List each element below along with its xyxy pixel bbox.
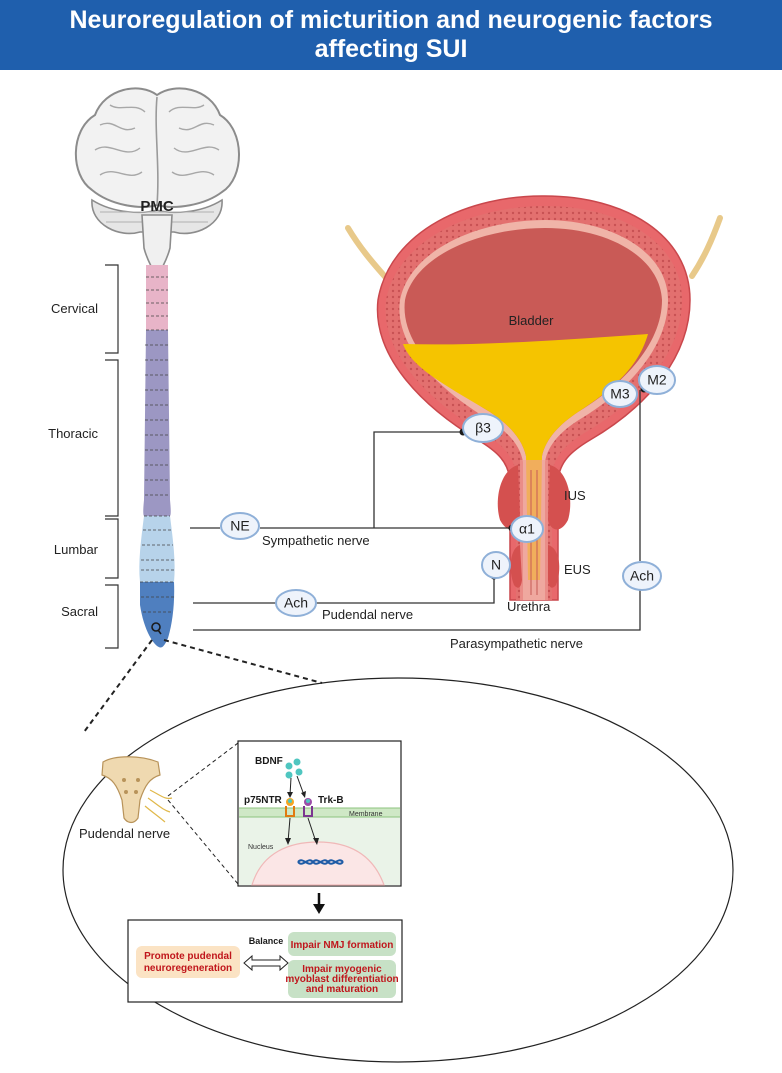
beta3-text: β3 (475, 420, 491, 436)
nucleus-label: Nucleus (248, 844, 274, 851)
cell-panel: BDNF p75NTR Trk-B Membrane Nucleus (237, 740, 402, 887)
region-brackets (105, 264, 119, 649)
brain-illustration: PMC (74, 87, 240, 267)
promote-box (136, 946, 240, 978)
title-banner: Neuroregulation of micturition and neuro… (0, 0, 782, 70)
impair-myo-line-2: myoblast differentiation (285, 974, 398, 985)
parasympathetic-nerve-label: Parasympathetic nerve (450, 636, 583, 651)
m3-text: M3 (610, 386, 630, 402)
outcome-panel: Promote pudendal neuroregeneration Balan… (127, 919, 403, 1003)
eus-label: EUS (564, 562, 591, 577)
down-arrow (313, 893, 325, 914)
promote-line-2: neuroregeneration (144, 963, 232, 974)
promote-line-1: Promote pudendal (144, 951, 232, 962)
alpha1-text: α1 (519, 521, 535, 537)
title-line-1: Neuroregulation of micturition and neuro… (69, 6, 713, 34)
ne-oval (220, 512, 260, 540)
title-line-2: affecting SUI (314, 35, 468, 63)
ius-label: IUS (564, 488, 586, 503)
balance-label: Balance (249, 936, 284, 946)
zoom-lines (83, 639, 323, 733)
spinal-cord (139, 265, 175, 648)
ach-parasym-text: Ach (630, 568, 654, 584)
beta3-oval (462, 413, 504, 443)
region-cervical: Cervical (51, 301, 98, 316)
impair-myo-box (288, 960, 396, 998)
zoom-pudendal-label: Pudendal nerve (79, 826, 170, 841)
p75ntr-label: p75NTR (244, 795, 283, 806)
nerve-pathways (190, 390, 641, 631)
zoom-ellipse (62, 677, 734, 1063)
bladder-label: Bladder (509, 313, 554, 328)
impair-myo-line-1: Impair myogenic (302, 964, 382, 975)
trkb-label: Trk-B (318, 795, 344, 806)
membrane-label: Membrane (349, 811, 383, 818)
urethra-label: Urethra (507, 599, 551, 614)
pmc-label: PMC (140, 198, 174, 215)
sympathetic-nerve-label: Sympathetic nerve (262, 533, 370, 548)
sacrum-illustration (101, 756, 173, 824)
impair-nmj-box (288, 932, 396, 956)
balance-arrow-icon (243, 954, 289, 972)
m3-oval (602, 380, 638, 408)
impair-nmj-text: Impair NMJ formation (291, 940, 394, 951)
ne-text: NE (230, 518, 249, 534)
n-text: N (491, 557, 501, 573)
region-thoracic: Thoracic (48, 426, 98, 441)
impair-myo-line-3: and maturation (306, 984, 378, 995)
n-oval (481, 551, 511, 579)
ach-pudendal-text: Ach (284, 595, 308, 611)
ach-pudendal-oval (275, 589, 317, 617)
region-lumbar: Lumbar (54, 542, 99, 557)
pudendal-nerve-label: Pudendal nerve (322, 607, 413, 622)
m2-oval (638, 365, 676, 395)
alpha1-oval (510, 515, 544, 543)
region-sacral: Sacral (61, 604, 98, 619)
bladder-illustration: Bladder IUS EUS Urethra (345, 195, 723, 614)
bdnf-label: BDNF (255, 756, 283, 767)
m2-text: M2 (647, 372, 667, 388)
ach-parasym-oval (622, 561, 662, 591)
